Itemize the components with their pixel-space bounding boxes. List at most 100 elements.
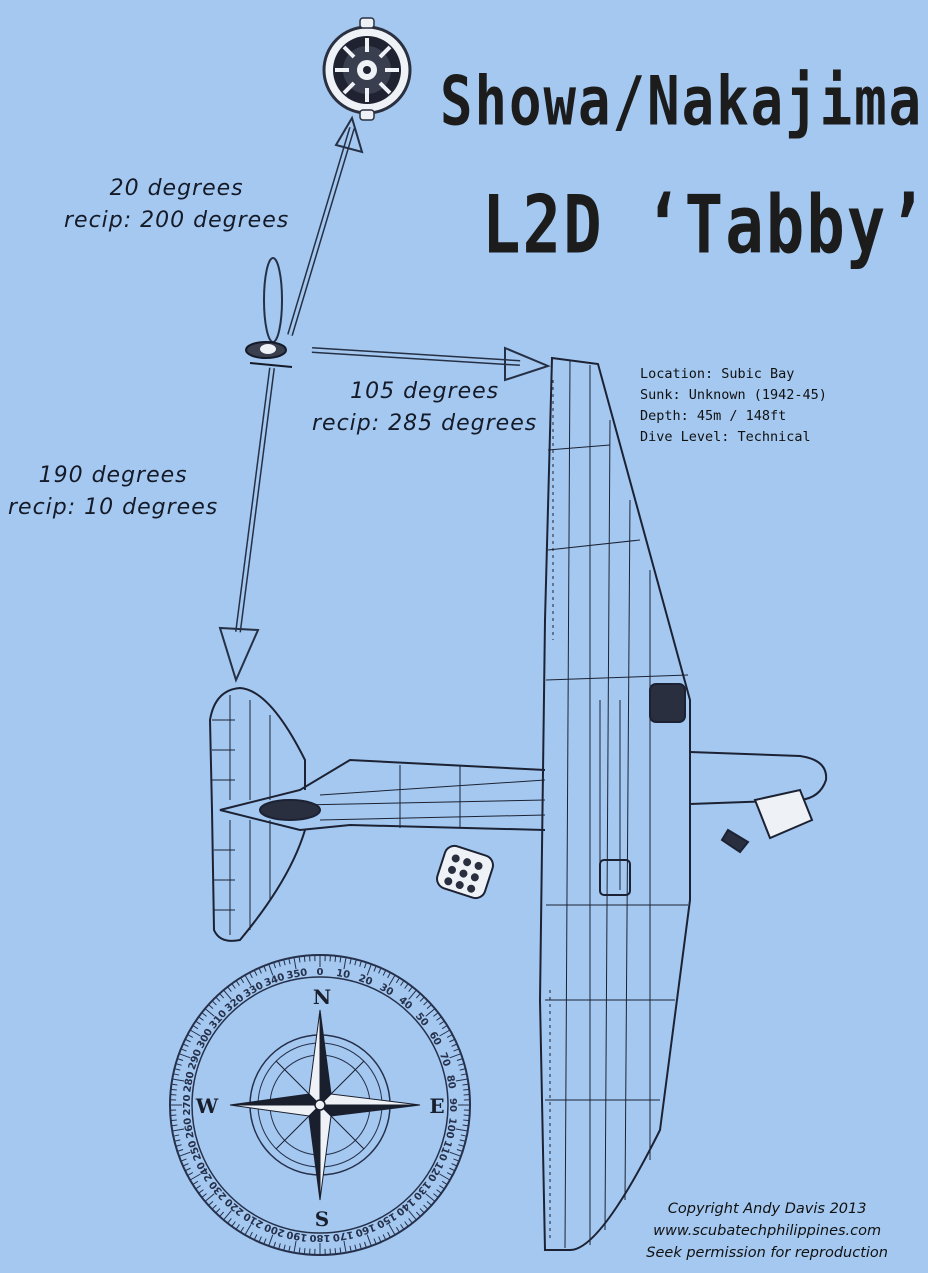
compass-tick	[387, 972, 391, 979]
compass-tick	[458, 1144, 465, 1147]
aircraft-icon	[208, 356, 828, 1251]
compass-tick	[170, 1088, 177, 1091]
compass-tick	[400, 1224, 405, 1230]
compass-tick	[235, 1224, 240, 1230]
compass-tick	[184, 1038, 191, 1043]
compass-tick	[354, 959, 357, 966]
compass-tick	[366, 963, 372, 976]
compass-tick	[293, 1240, 297, 1253]
info-location: Location: Subic Bay	[640, 366, 795, 382]
compass-tick	[189, 1173, 201, 1181]
compass-tick	[208, 1200, 214, 1206]
compass-tick	[456, 1149, 463, 1152]
compass-degree-label: 10	[335, 968, 351, 981]
compass-tick	[235, 980, 240, 986]
compass-tick	[349, 958, 352, 965]
compass-tick	[462, 1124, 469, 1127]
compass-degree-label: 70	[437, 1051, 452, 1068]
compass-tick	[223, 1210, 232, 1221]
compass-tick	[408, 1218, 413, 1224]
compass-tick	[439, 1173, 451, 1181]
compass-tick	[433, 1012, 439, 1017]
compass-tick	[455, 1078, 468, 1082]
compass-tick	[178, 1151, 191, 1157]
compass-tick	[258, 1236, 262, 1243]
permission-text: Seek permission for reproduction	[646, 1245, 888, 1261]
bearing-arrows	[218, 115, 551, 683]
compass-degree-label: 230	[208, 1179, 230, 1202]
compass-tick	[278, 1243, 281, 1250]
compass-tick	[439, 1020, 445, 1025]
compass-tick	[451, 1043, 458, 1047]
compass-tick	[388, 1224, 396, 1236]
compass-degree-label: 40	[396, 995, 414, 1012]
compass-degree-label: 20	[357, 973, 374, 988]
compass-degree-label: 120	[425, 1159, 445, 1183]
compass-tick	[373, 965, 377, 972]
compass-degree-label: 90	[447, 1098, 458, 1112]
compass-tick	[177, 1149, 184, 1152]
compass-tick	[419, 996, 425, 1002]
compass-tick	[408, 1210, 417, 1221]
compass-tick	[395, 1226, 400, 1233]
compass-tick	[177, 1058, 184, 1061]
compass-tick	[198, 1189, 204, 1194]
compass-degree-label: 130	[411, 1179, 433, 1202]
compass-tick	[426, 1200, 432, 1206]
compass-tick	[425, 1193, 436, 1202]
compass-tick	[343, 1240, 347, 1253]
compass-east: E	[429, 1094, 444, 1118]
compass-degree-label: 330	[242, 980, 266, 1000]
compass-tick	[263, 965, 267, 972]
compass-tick	[244, 974, 252, 986]
compass-tick	[441, 1180, 448, 1185]
compass-tick	[204, 1008, 215, 1017]
compass-tick	[298, 956, 301, 963]
compass-tick	[244, 1224, 252, 1236]
compass-tick	[278, 960, 281, 967]
compass-degree-label: 310	[208, 1008, 230, 1031]
compass-tick	[359, 960, 362, 967]
compass-tick	[253, 969, 258, 976]
compass-tick	[253, 1234, 258, 1241]
compass-degree-label: 350	[286, 967, 309, 981]
compass-tick	[231, 983, 236, 989]
compass-degree-label: 50	[413, 1011, 430, 1029]
info-depth: Depth: 45m / 148ft	[640, 408, 787, 424]
compass-degree-label: 190	[286, 1228, 309, 1242]
compass-tick	[419, 1208, 425, 1214]
compass-tick	[382, 1234, 387, 1241]
compass-degree-label: 110	[436, 1139, 453, 1162]
compass-tick	[449, 1053, 462, 1059]
title-aircraft-model: L2D ‘Tabby’	[482, 180, 928, 273]
compass-degree-label: 160	[354, 1221, 377, 1238]
compass-tick	[303, 1248, 306, 1255]
compass-tick	[223, 989, 232, 1000]
compass-tick	[172, 1128, 185, 1132]
compass-tick	[258, 967, 262, 974]
compass-tick	[170, 1119, 177, 1122]
compass-degree-label: 80	[444, 1074, 457, 1090]
bearing-label-east: 105 degrees recip: 285 degrees	[312, 376, 537, 440]
compass-tick	[288, 958, 291, 965]
compass-tick	[463, 1088, 470, 1091]
compass-tick	[463, 1119, 470, 1122]
compass-tick	[268, 1234, 274, 1247]
compass-west: W	[195, 1094, 219, 1118]
compass-tick	[388, 974, 396, 986]
compass-degree-label: 340	[263, 972, 286, 989]
compass-tick	[204, 1193, 215, 1202]
compass-tick	[349, 1245, 352, 1252]
compass-degree-label: 240	[195, 1159, 215, 1183]
info-dive-level: Dive Level: Technical	[640, 429, 811, 445]
compass-tick	[453, 1048, 460, 1052]
compass-tick	[366, 1234, 372, 1247]
compass-tick	[192, 1180, 199, 1185]
compass-degree-label: 270	[182, 1095, 193, 1116]
compass-tick	[208, 1004, 214, 1010]
compass-tick	[334, 1248, 337, 1255]
compass-tick	[215, 996, 221, 1002]
illustration-canvas: 0102030405060708090100110120130140150160…	[169, 17, 828, 1256]
compass-tick	[456, 1058, 463, 1061]
compass-degree-label: 280	[182, 1071, 196, 1094]
